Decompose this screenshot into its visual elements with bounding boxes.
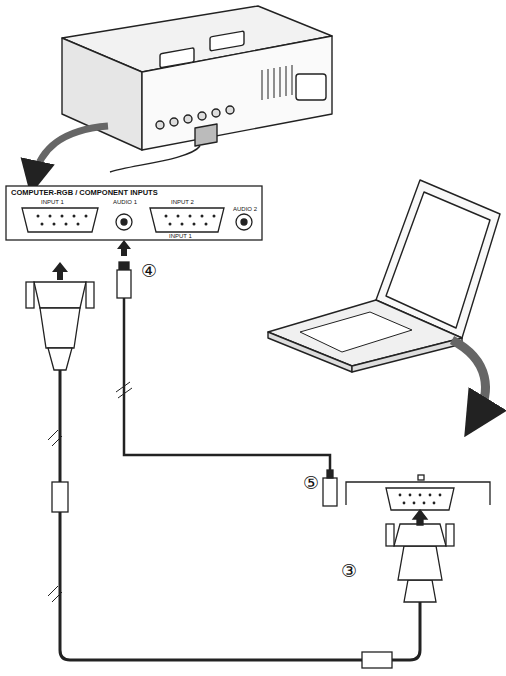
port-label: INPUT 1 — [168, 233, 193, 239]
projector — [62, 6, 332, 172]
port-label: AUDIO 2 — [232, 206, 258, 212]
audio-cable — [116, 262, 337, 506]
port-label: INPUT 2 — [170, 199, 195, 205]
port-label: AUDIO 1 — [112, 199, 138, 205]
panel-heading: COMPUTER-RGB / COMPONENT INPUTS — [10, 189, 159, 197]
direction-arrow — [452, 340, 485, 418]
direction-arrow — [34, 126, 108, 178]
port-label: INPUT 1 — [40, 199, 65, 205]
laptop-port — [346, 475, 490, 525]
input-panel — [6, 186, 262, 240]
callout-number: ④ — [140, 262, 158, 280]
callout-number: ⑤ — [302, 474, 320, 492]
callout-number: ③ — [340, 562, 358, 580]
